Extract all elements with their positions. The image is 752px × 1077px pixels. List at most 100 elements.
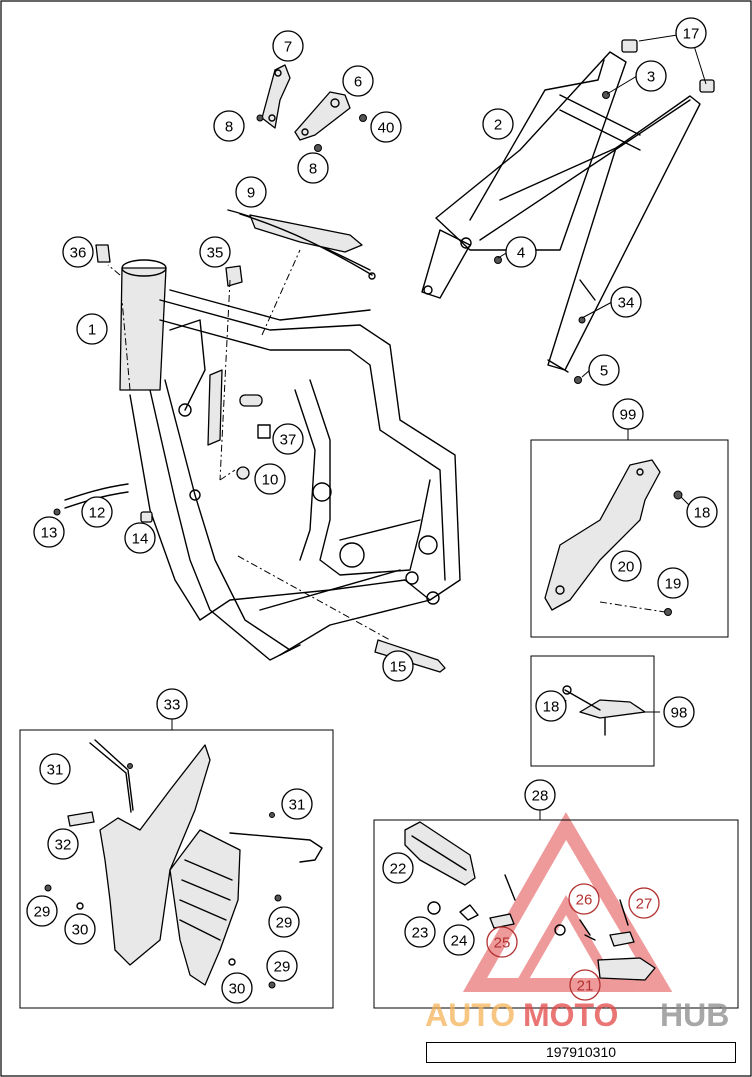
- callout-circle: [254, 463, 286, 495]
- callout-circle: [657, 567, 689, 599]
- callout-31b: 31: [281, 788, 313, 820]
- callout-circle: [281, 788, 313, 820]
- watermark-part3: HUB: [660, 997, 729, 1033]
- callout-circle: [610, 286, 642, 318]
- callout-circle: [663, 696, 695, 728]
- callout-circle: [156, 688, 188, 720]
- callout-label: 26: [576, 892, 593, 909]
- callout-35: 35: [199, 236, 231, 268]
- callout-label: 28: [532, 788, 549, 805]
- callout-12: 12: [81, 496, 113, 528]
- callout-label: 32: [55, 837, 72, 854]
- callout-24: 24: [443, 924, 475, 956]
- callout-21: 21: [569, 969, 601, 1001]
- callout-circle: [33, 516, 65, 548]
- callout-label: 1: [88, 322, 96, 339]
- callout-label: 29: [34, 904, 51, 921]
- callout-label: 24: [451, 933, 468, 950]
- callout-label: 18: [543, 699, 560, 716]
- callout-14: 14: [124, 522, 156, 554]
- callout-label: 35: [207, 245, 224, 262]
- callout-circle: [62, 236, 94, 268]
- callout-circle: [635, 60, 667, 92]
- callout-circle: [297, 152, 329, 184]
- box-99: [530, 439, 729, 638]
- callout-label: 8: [225, 119, 233, 136]
- callout-label: 25: [494, 935, 511, 952]
- callout-label: 34: [618, 295, 635, 312]
- callout-circle: [535, 690, 567, 722]
- callout-13: 13: [33, 516, 65, 548]
- watermark-text: AUTO MOTO HUB: [425, 997, 729, 1033]
- callout-label: 99: [620, 407, 637, 424]
- callout-circle: [568, 883, 600, 915]
- callout-30a: 30: [64, 913, 96, 945]
- callout-9: 9: [235, 176, 267, 208]
- callout-label: 31: [289, 797, 306, 814]
- callout-29a: 29: [26, 895, 58, 927]
- callout-label: 20: [618, 559, 635, 576]
- callout-31a: 31: [39, 753, 71, 785]
- callout-29b: 29: [268, 906, 300, 938]
- callout-label: 18: [694, 505, 711, 522]
- callout-circle: [47, 828, 79, 860]
- main-frame-drawing: [53, 244, 461, 673]
- callout-40: 40: [370, 111, 402, 143]
- callout-17: 17: [675, 17, 707, 49]
- callout-label: 19: [665, 576, 682, 593]
- callout-label: 31: [47, 762, 64, 779]
- callout-circle: [64, 913, 96, 945]
- callout-circle: [382, 650, 414, 682]
- callout-label: 8: [309, 161, 317, 178]
- callout-18b: 18: [535, 690, 567, 722]
- callout-2: 2: [482, 108, 514, 140]
- callout-circle: [524, 779, 556, 811]
- callout-34: 34: [610, 286, 642, 318]
- callout-circle: [404, 916, 436, 948]
- callout-label: 30: [229, 981, 246, 998]
- callout-label: 36: [70, 245, 87, 262]
- callout-label: 6: [354, 74, 362, 91]
- callout-label: 17: [683, 26, 700, 43]
- callout-label: 23: [412, 925, 429, 942]
- callout-circle: [199, 236, 231, 268]
- callout-33: 33: [156, 688, 188, 720]
- callout-circle: [612, 398, 644, 430]
- callout-circle: [124, 522, 156, 554]
- callout-27: 27: [628, 887, 660, 919]
- callout-label: 15: [390, 659, 407, 676]
- callout-circle: [482, 108, 514, 140]
- callout-label: 5: [600, 363, 608, 380]
- callout-label: 9: [247, 185, 255, 202]
- callout-28: 28: [524, 779, 556, 811]
- callout-circle: [382, 852, 414, 884]
- callout-label: 4: [517, 245, 525, 262]
- callout-circle: [26, 895, 58, 927]
- box-98: [530, 655, 655, 767]
- callout-circle: [370, 111, 402, 143]
- callout-label: 33: [164, 697, 181, 714]
- subframe-drawing: [421, 39, 715, 384]
- callout-label: 29: [274, 959, 291, 976]
- callout-circle: [266, 950, 298, 982]
- callout-label: 21: [577, 978, 594, 995]
- box-33: [19, 729, 334, 1009]
- callout-6: 6: [342, 65, 374, 97]
- callout-29c: 29: [266, 950, 298, 982]
- callout-circle: [272, 423, 304, 455]
- callout-32: 32: [47, 828, 79, 860]
- callout-circle: [39, 753, 71, 785]
- callout-circle: [213, 110, 245, 142]
- callout-label: 40: [378, 120, 395, 137]
- callout-circle: [610, 550, 642, 582]
- callout-circle: [235, 176, 267, 208]
- callout-98: 98: [663, 696, 695, 728]
- callout-8a: 8: [213, 110, 245, 142]
- callout-label: 12: [89, 505, 106, 522]
- callout-label: 98: [671, 705, 688, 722]
- callout-1: 1: [76, 313, 108, 345]
- callout-label: 22: [390, 861, 407, 878]
- callout-circle: [569, 969, 601, 1001]
